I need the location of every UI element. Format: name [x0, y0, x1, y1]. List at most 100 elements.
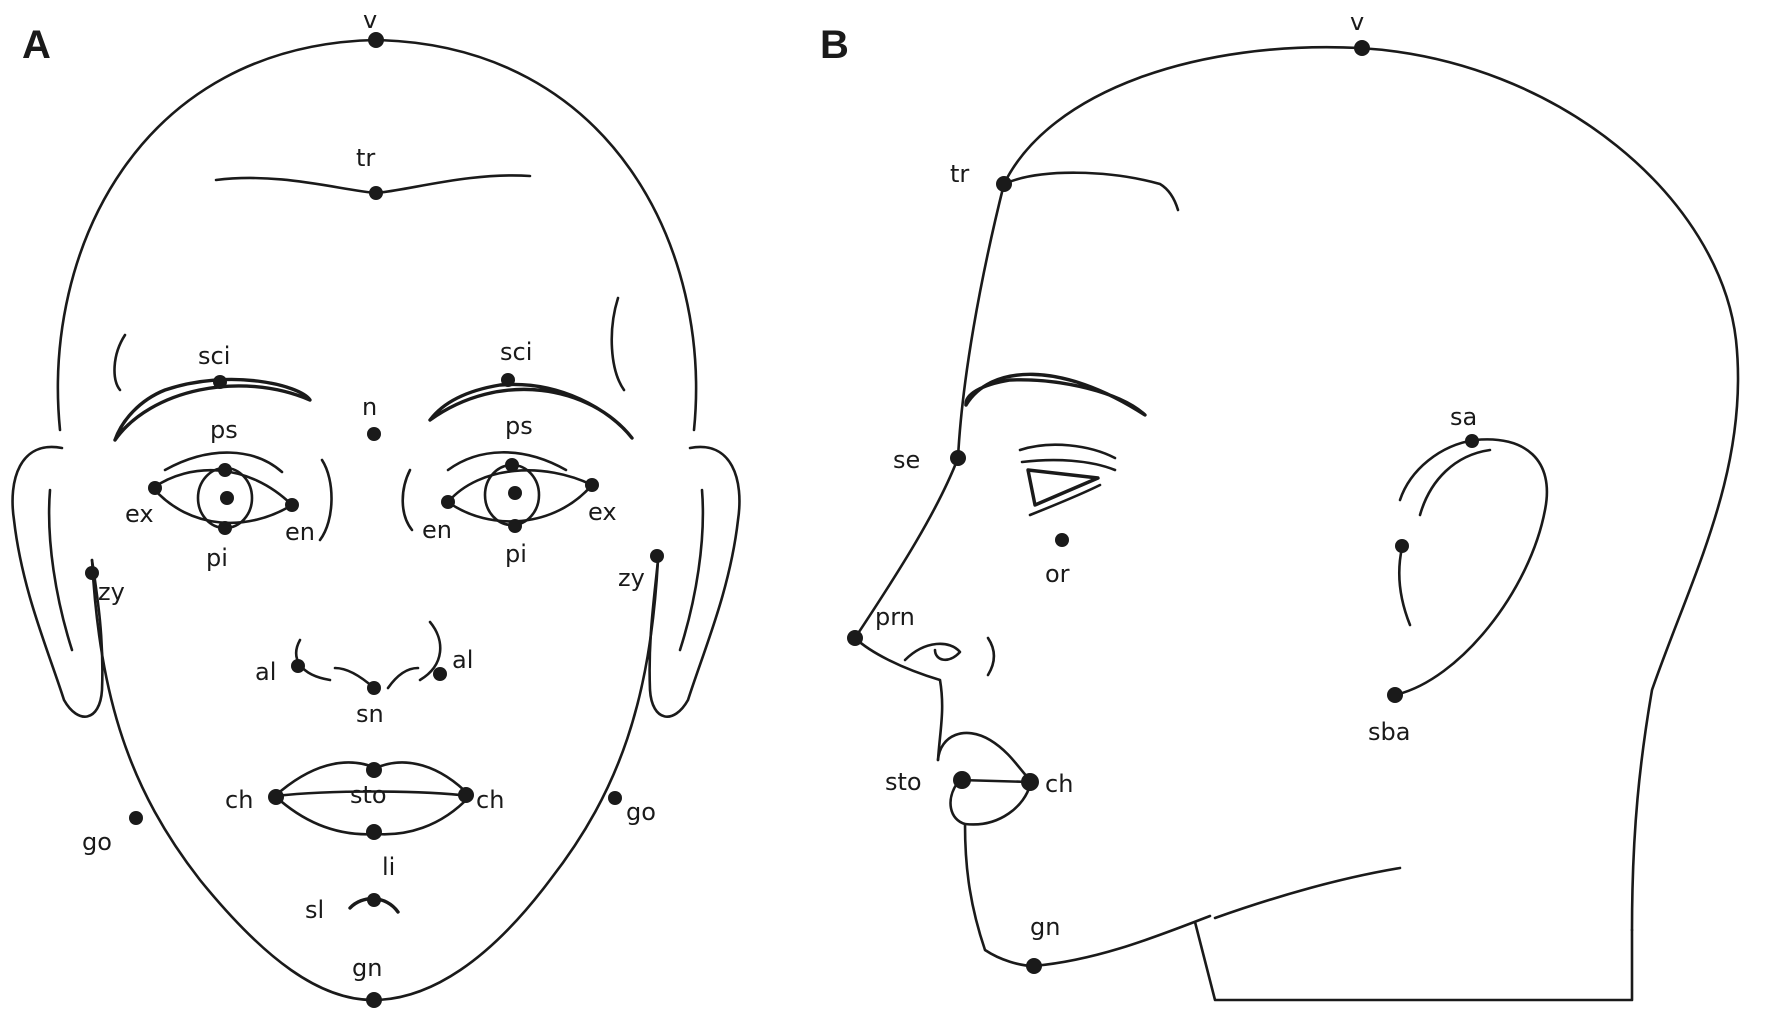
profile-eyebrow: [964, 372, 1147, 417]
temple-line-left: [610, 296, 626, 392]
pupil-right: [220, 491, 234, 505]
frontal-head-outline: [56, 38, 698, 432]
landmark-sci-right-dot: [213, 375, 227, 389]
label-ch-left: ch: [476, 786, 504, 814]
landmark-b-ear-canal-dot: [1395, 539, 1409, 553]
landmark-ch-left-dot: [458, 787, 474, 803]
cheek-line-right: [318, 458, 333, 542]
landmark-al-right-dot: [291, 659, 305, 673]
landmark-b-v-dot: [1354, 40, 1370, 56]
label-li: li: [382, 853, 395, 881]
landmark-gn-dot: [366, 992, 382, 1008]
label-ps-left: ps: [505, 412, 533, 440]
profile-eye-lower: [1028, 483, 1102, 517]
label-pi-left: pi: [505, 540, 527, 568]
landmark-en-left-dot: [441, 495, 455, 509]
label-b-ch: ch: [1045, 770, 1073, 798]
landmark-zy-right-dot: [85, 566, 99, 580]
frontal-ear-right: [11, 445, 104, 718]
label-b-gn: gn: [1030, 913, 1060, 941]
label-b-se: se: [893, 446, 920, 474]
landmark-sto-upper-dot: [366, 762, 382, 778]
lip-line: [273, 790, 472, 798]
label-b-sto: sto: [885, 768, 922, 796]
landmark-b-tr-dot: [996, 176, 1012, 192]
landmark-go-left-dot: [608, 791, 622, 805]
landmark-ch-right-dot: [268, 789, 284, 805]
label-ex-right: ex: [125, 500, 154, 528]
nose-wing-left: [418, 620, 442, 682]
label-go-right: go: [82, 828, 112, 856]
landmark-b-or-dot: [1055, 533, 1069, 547]
label-n: n: [362, 393, 377, 421]
landmark-b-prn-dot: [847, 630, 863, 646]
landmark-tr-dot: [369, 186, 383, 200]
landmark-sl-dot: [367, 893, 381, 907]
landmark-b-sto-dot: [953, 771, 971, 789]
profile-ear-canal: [1397, 546, 1412, 627]
frontal-ear-left-inner: [678, 488, 705, 652]
panel-a-label: A: [22, 23, 51, 67]
upper-lid-left: [446, 451, 568, 472]
label-zy-right: zy: [98, 578, 125, 606]
label-b-or: or: [1045, 560, 1070, 588]
frontal-face-outline: [90, 558, 660, 1002]
label-al-left: al: [452, 646, 473, 674]
profile-face-outline: [853, 182, 1212, 968]
profile-eye-lid: [1020, 458, 1117, 472]
profile-hairline: [1002, 171, 1180, 212]
label-en-right: en: [285, 518, 315, 546]
landmark-n-dot: [367, 427, 381, 441]
label-gn: gn: [352, 954, 382, 982]
profile-lip-line: [958, 778, 1032, 784]
panel-b-label: B: [820, 23, 849, 67]
label-sci-right: sci: [198, 342, 230, 370]
landmark-b-se-dot: [950, 450, 966, 466]
label-tr: tr: [356, 144, 375, 172]
landmark-en-right-dot: [285, 498, 299, 512]
nostril-left: [386, 666, 420, 690]
profile-ear-inner: [1418, 448, 1492, 517]
landmark-sci-left-dot: [501, 373, 515, 387]
landmark-ex-left-dot: [585, 478, 599, 492]
profile-upper-lip: [936, 731, 1032, 782]
profile-head-outline: [1002, 45, 1740, 932]
panel-a-frontal-face: A: [11, 6, 741, 1008]
landmark-sn-dot: [367, 681, 381, 695]
profile-eye: [1026, 468, 1100, 507]
profile-eye-lashes: [1018, 443, 1117, 460]
profile-jaw-line: [1213, 866, 1402, 920]
label-ps-right: ps: [210, 416, 238, 444]
frontal-ear-left: [648, 445, 741, 718]
label-v: v: [363, 6, 377, 34]
label-ex-left: ex: [588, 498, 617, 526]
label-b-prn: prn: [875, 603, 915, 631]
profile-nostril: [903, 642, 962, 662]
upper-lid-right: [163, 451, 284, 474]
eyebrow-left: [428, 382, 634, 440]
cheek-line-left: [401, 468, 414, 532]
profile-lower-lip: [949, 780, 1032, 826]
eyebrow-right: [113, 377, 312, 442]
landmark-ps-right-dot: [218, 463, 232, 477]
landmark-v-dot: [368, 32, 384, 48]
label-sci-left: sci: [500, 338, 532, 366]
temple-line-right: [113, 333, 127, 392]
landmark-b-sa-dot: [1465, 434, 1479, 448]
label-b-v: v: [1350, 8, 1364, 36]
panel-b-profile-face: B: [820, 8, 1740, 1002]
landmark-zy-left-dot: [650, 549, 664, 563]
label-sto: sto: [350, 781, 387, 809]
profile-nose-wing: [986, 636, 996, 677]
landmark-b-ch-dot: [1021, 773, 1039, 791]
profile-ear-outer: [1393, 438, 1549, 697]
label-go-left: go: [626, 798, 656, 826]
landmark-pi-left-dot: [508, 519, 522, 533]
label-b-sa: sa: [1450, 403, 1477, 431]
frontal-ear-right-inner: [47, 488, 74, 652]
landmark-ps-left-dot: [505, 458, 519, 472]
label-sn: sn: [356, 700, 384, 728]
landmark-ex-right-dot: [148, 481, 162, 495]
landmark-go-right-dot: [129, 811, 143, 825]
